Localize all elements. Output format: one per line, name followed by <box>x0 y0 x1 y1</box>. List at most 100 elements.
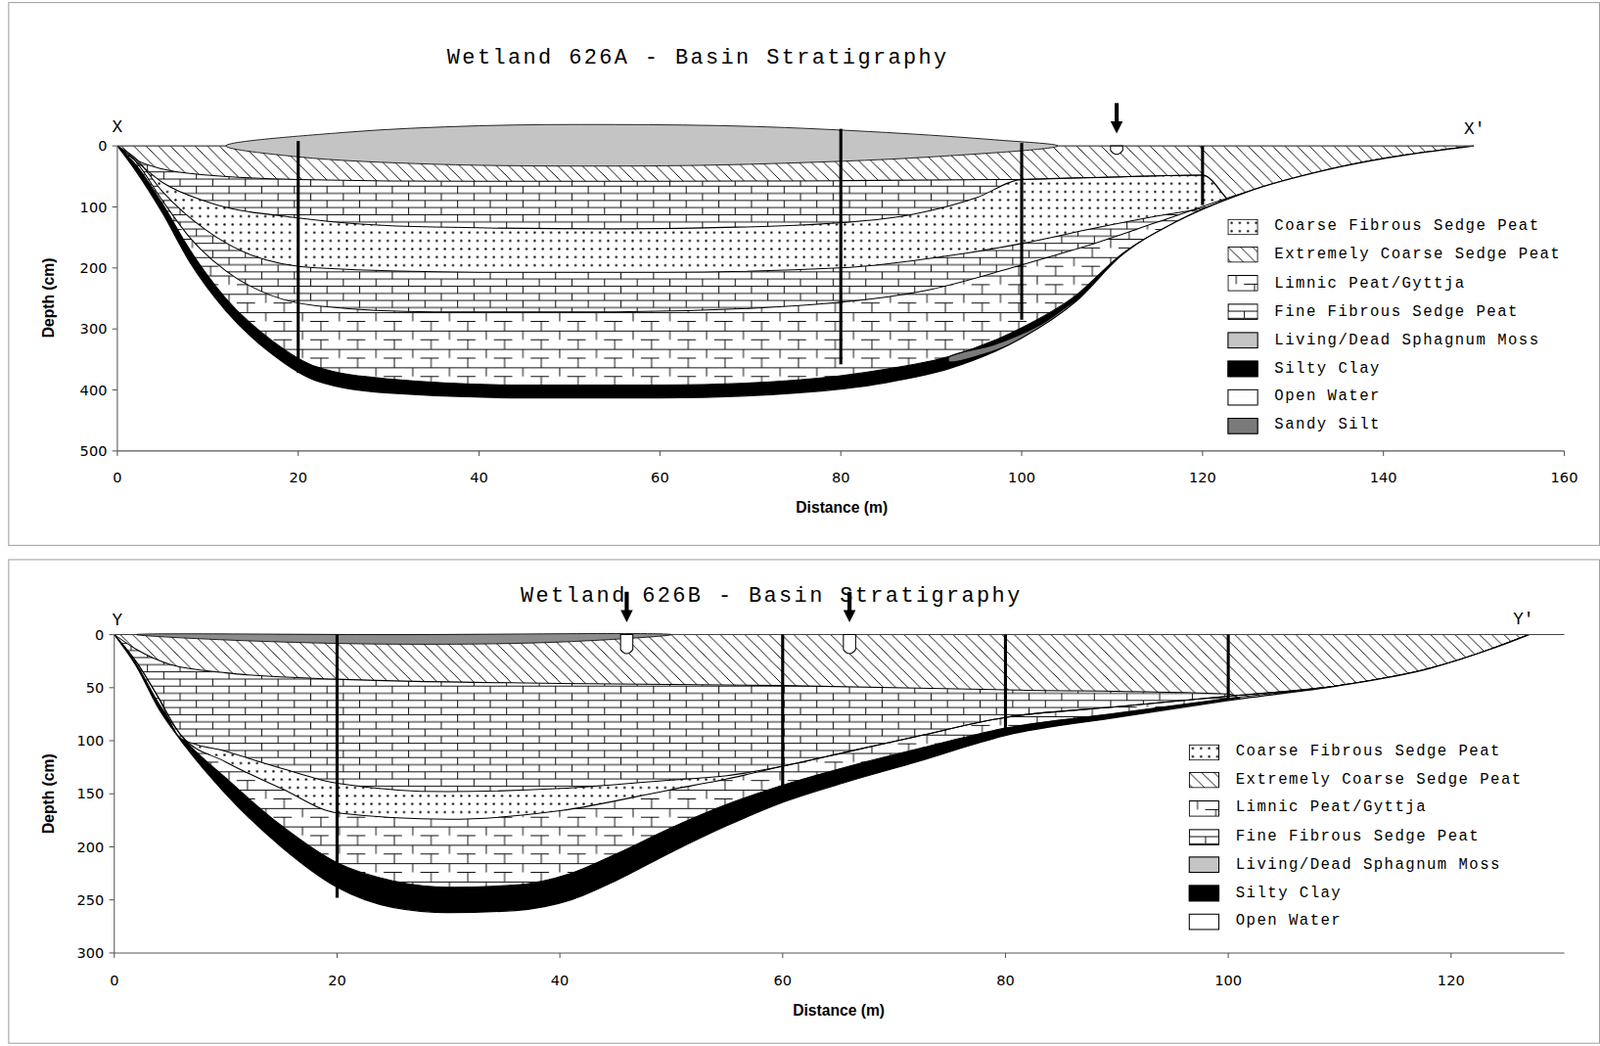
legend-entry: Coarse Fibrous Sedge Peat <box>1227 218 1540 236</box>
legend-swatch <box>1227 274 1258 292</box>
legend-swatch <box>1227 389 1258 407</box>
axis-title: Depth (cm) <box>39 258 57 339</box>
legend-entry: Sandy Silt <box>1227 416 1380 435</box>
legend-entry: Limnic Peat/Gyttja <box>1188 799 1427 818</box>
arrow-head <box>843 610 857 624</box>
axis-tick-label: 250 <box>76 891 104 909</box>
legend-entry: Living/Dead Sphagnum Moss <box>1227 331 1540 350</box>
legend-label: Coarse Fibrous Sedge Peat <box>1235 743 1502 762</box>
peat-layer <box>114 506 1530 792</box>
legend-entry: Silty Clay <box>1188 884 1342 903</box>
chart-panel: Wetland 626A - Basin Stratigraphy <box>7 1 1600 547</box>
axis-tick-label: 100 <box>80 198 108 216</box>
axis-tick-label: 300 <box>80 320 108 338</box>
peat-layer <box>114 506 1530 820</box>
axis-title: Distance (m) <box>792 1001 885 1019</box>
legend-label: Limnic Peat/Gyttja <box>1235 799 1427 818</box>
axis-tick-label: 0 <box>94 626 104 643</box>
legend-entry: Limnic Peat/Gyttja <box>1227 274 1465 293</box>
legend-label: Open Water <box>1235 913 1342 931</box>
axis-tick-label: 20 <box>327 972 347 990</box>
axis-tick-label: 40 <box>469 469 489 487</box>
axis-tick-label: 100 <box>1214 972 1242 990</box>
axis-tick-label: 60 <box>773 972 792 990</box>
legend-entry: Extremely Coarse Sedge Peat <box>1227 246 1561 265</box>
layer-boundary <box>114 635 1530 792</box>
legend-label: Silty Clay <box>1235 884 1342 903</box>
section-end-label: X <box>112 117 124 138</box>
chart-title: Wetland 626B - Basin Stratigraphy <box>520 584 1023 608</box>
open-water-pocket <box>620 635 634 655</box>
legend-swatch <box>1227 218 1258 235</box>
layer-boundary <box>117 145 1474 313</box>
axis-tick-label: 40 <box>550 972 570 990</box>
legend-swatch <box>1227 246 1258 264</box>
layer-boundary <box>114 635 1530 721</box>
legend-entry: Silty Clay <box>1227 360 1380 378</box>
axis-tick-label: 100 <box>1007 469 1036 487</box>
core-line <box>1004 635 1007 733</box>
legend-label: Living/Dead Sphagnum Moss <box>1235 856 1502 874</box>
core-line <box>839 129 843 366</box>
basin-outline <box>114 635 1530 914</box>
legend-entry: Extremely Coarse Sedge Peat <box>1188 771 1523 789</box>
axis-title: Distance (m) <box>795 498 888 516</box>
arrow-shaft <box>1114 102 1119 124</box>
core-line <box>296 140 300 373</box>
legend-label: Living/Dead Sphagnum Moss <box>1274 331 1540 350</box>
legend-swatch <box>1227 332 1258 350</box>
arrow-head <box>1110 121 1124 135</box>
legend-swatch <box>1227 361 1258 378</box>
axes <box>112 145 1565 457</box>
axis-tick-label: 20 <box>288 469 308 487</box>
peat-layer <box>117 72 1474 207</box>
legend-entry: Open Water <box>1227 388 1380 407</box>
section-end-label: Y' <box>1512 609 1534 630</box>
legend-swatch <box>1188 743 1220 761</box>
section-end-label: Y <box>112 610 124 631</box>
axis-tick-label: 200 <box>76 838 104 856</box>
basin-section <box>112 72 1565 457</box>
open-water-pocket <box>843 635 857 655</box>
legend-entry: Living/Dead Sphagnum Moss <box>1188 856 1502 874</box>
axis-tick-label: 500 <box>80 443 108 460</box>
peat-layer <box>114 506 1530 887</box>
legend-swatch <box>1188 885 1220 903</box>
sphagnum-moss-lens <box>226 124 1058 166</box>
section-end-label: X' <box>1463 120 1485 140</box>
core-line <box>1227 635 1231 699</box>
legend-swatch <box>1188 772 1220 789</box>
legend-swatch <box>1227 303 1258 320</box>
legend-entry: Fine Fibrous Sedge Peat <box>1227 303 1518 321</box>
axis-tick-label: 120 <box>1188 469 1217 487</box>
core-line <box>780 635 784 792</box>
legend-label: Fine Fibrous Sedge Peat <box>1235 827 1480 846</box>
axis-tick-label: 400 <box>80 381 108 399</box>
layer-boundary <box>114 635 1530 888</box>
legend-label: Sandy Silt <box>1274 416 1380 435</box>
peat-layer <box>117 72 1474 385</box>
layer-boundary <box>114 635 1530 821</box>
axis-tick-label: 50 <box>86 679 105 696</box>
axis-title: Depth (cm) <box>39 753 57 834</box>
axis-tick-label: 160 <box>1551 469 1579 487</box>
chart-title: Wetland 626A - Basin Stratigraphy <box>447 45 950 70</box>
basin-section <box>109 506 1565 959</box>
legend-label: Coarse Fibrous Sedge Peat <box>1274 218 1540 236</box>
layer-boundary <box>117 145 1474 385</box>
legend-swatch <box>1188 913 1220 930</box>
axes <box>109 635 1565 960</box>
legend-label: Fine Fibrous Sedge Peat <box>1274 303 1518 321</box>
peat-layer <box>117 72 1474 229</box>
axis-tick-label: 80 <box>996 972 1015 990</box>
legend-label: Silty Clay <box>1274 360 1380 378</box>
legend-entry: Fine Fibrous Sedge Peat <box>1188 827 1480 846</box>
core-line <box>335 635 339 899</box>
sphagnum-moss-lens <box>137 633 672 644</box>
legend-label: Extremely Coarse Sedge Peat <box>1274 246 1561 265</box>
axis-tick-label: 80 <box>831 469 851 487</box>
legend-label: Extremely Coarse Sedge Peat <box>1235 771 1523 789</box>
legend-entry: Open Water <box>1188 913 1342 931</box>
axis-tick-label: 0 <box>112 469 122 487</box>
